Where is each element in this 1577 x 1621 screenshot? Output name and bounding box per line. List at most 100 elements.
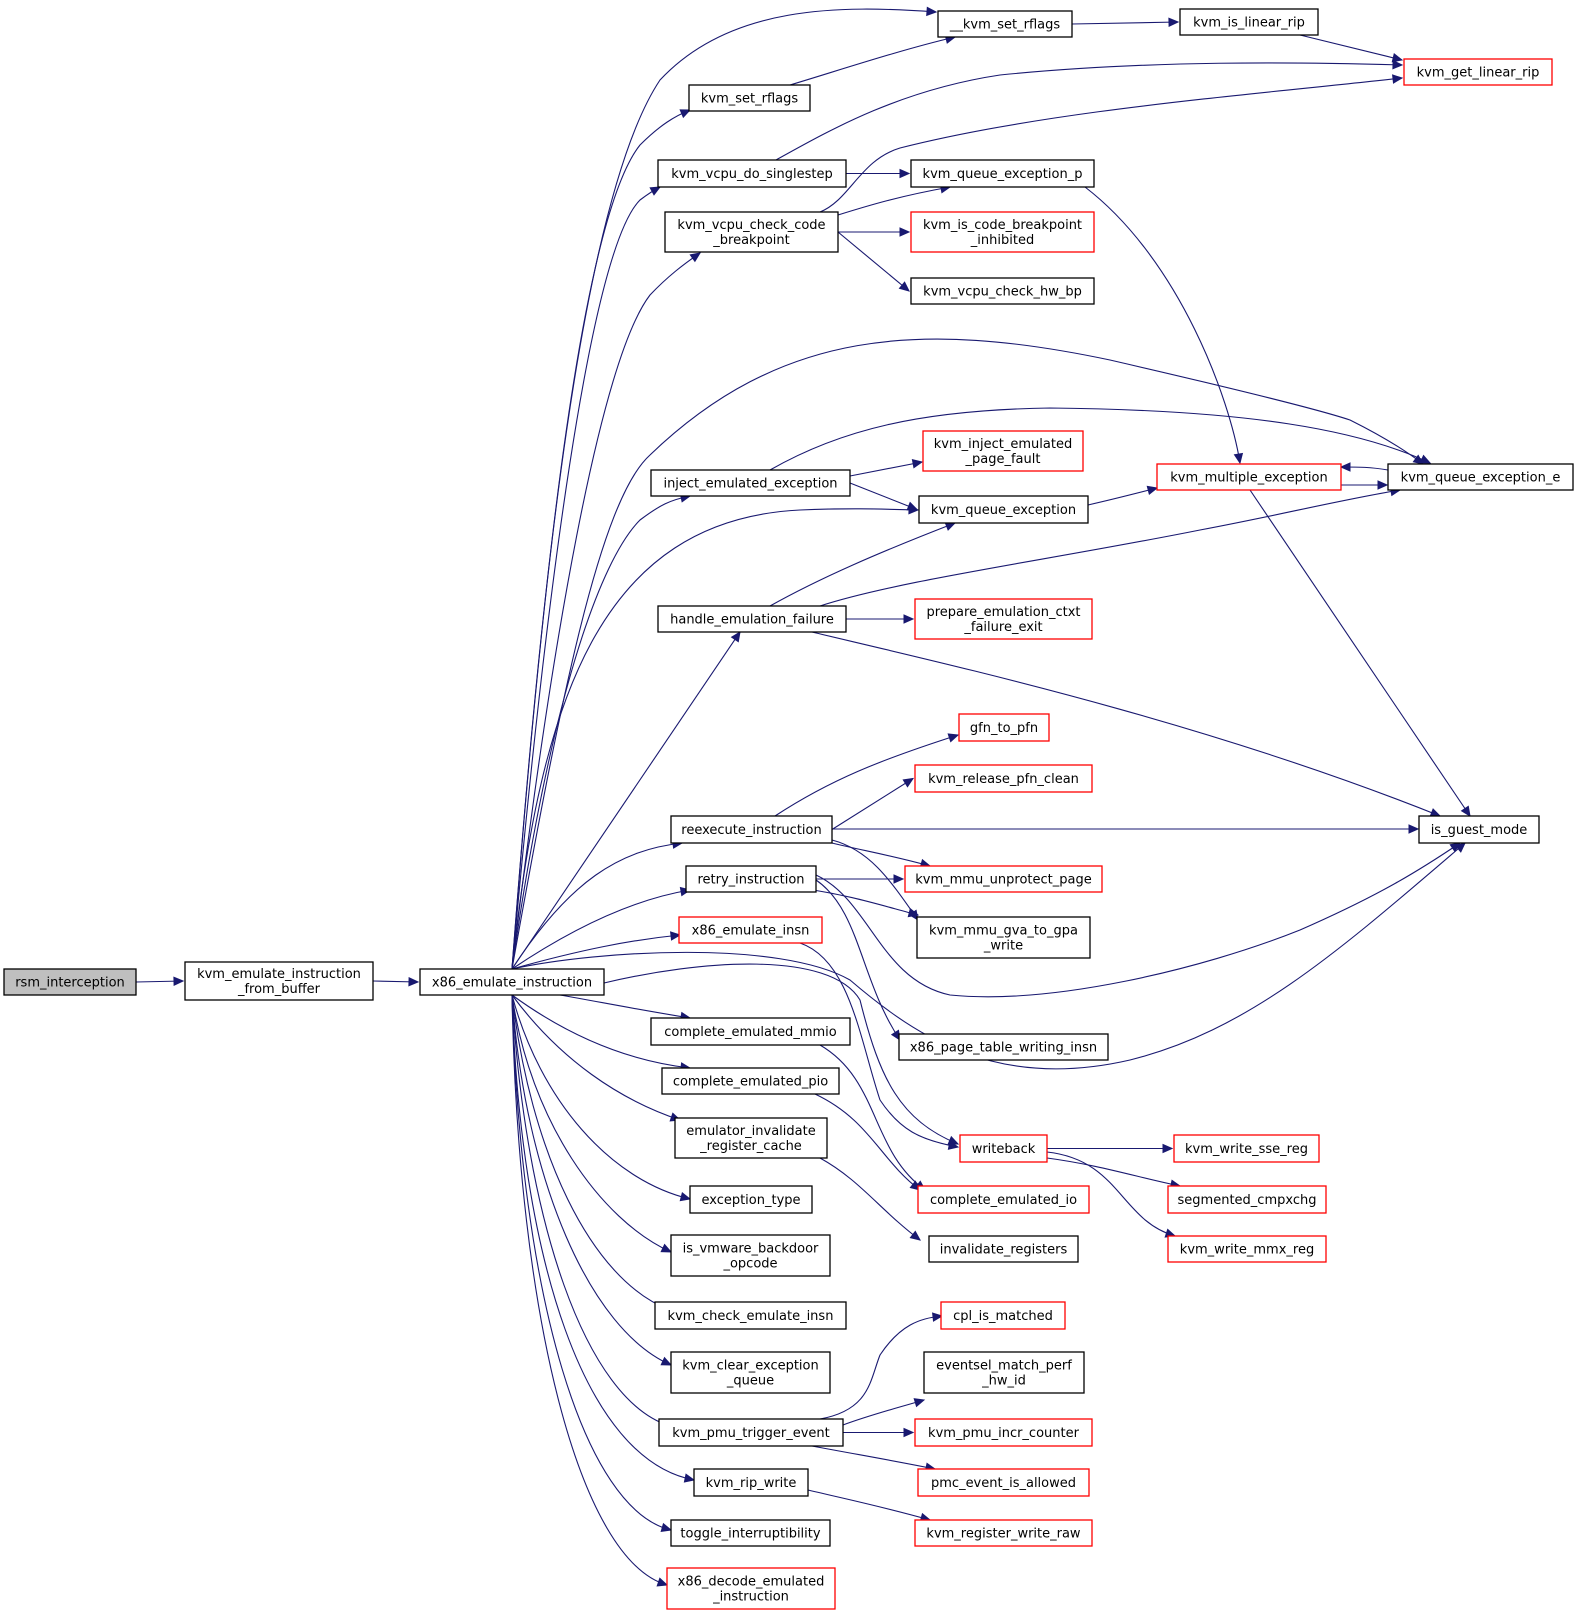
arrowhead-icon — [903, 614, 915, 624]
node-cpl-is-matched[interactable]: cpl_is_matched — [940, 1301, 1066, 1330]
node-label: _from_buffer — [237, 982, 321, 997]
arrowhead-icon — [947, 733, 960, 743]
node-kvm-mmu-gva-to-gpa-write[interactable]: kvm_mmu_gva_to_gpa_write — [916, 916, 1091, 959]
edge-kvm_set_rflags-to-__kvm_set_rflags — [789, 34, 957, 86]
node-kvm-queue-exception[interactable]: kvm_queue_exception — [918, 495, 1089, 524]
edge-kvm_vcpu_check_code_breakpoint-to-kvm_queue_exception_p — [837, 184, 952, 216]
node-box — [688, 84, 811, 112]
edge-kvm_emulate_from_buffer-to-x86_emulate_instruction — [372, 977, 420, 987]
edge-kvm_multiple_exception-to-is_guest_mode — [1249, 489, 1471, 818]
arrowhead-icon — [902, 777, 915, 788]
node-box — [657, 605, 847, 633]
arrowhead-icon — [1339, 462, 1351, 472]
arrowhead-icon — [893, 874, 905, 884]
node-label: kvm_write_sse_reg — [1185, 1142, 1308, 1157]
node-label: x86_decode_emulated — [678, 1575, 825, 1590]
node-kvm-inject-emulated-page-fault[interactable]: kvm_inject_emulated_page_fault — [922, 430, 1084, 472]
node-box — [658, 1418, 844, 1447]
node-prepare-emulation-ctxt-failure-exit[interactable]: prepare_emulation_ctxt_failure_exit — [914, 598, 1093, 640]
node-kvm-queue-exception-p[interactable]: kvm_queue_exception_p — [910, 159, 1095, 188]
node-label: kvm_emulate_instruction — [197, 967, 361, 982]
node-kvm-write-mmx-reg[interactable]: kvm_write_mmx_reg — [1167, 1235, 1327, 1263]
node-kvm-vcpu-do-singlestep[interactable]: kvm_vcpu_do_singlestep — [657, 159, 847, 188]
nodes-layer: rsm_interceptionkvm_emulate_instruction_… — [3, 8, 1574, 1610]
node-eventsel-match-perf-hw-id[interactable]: eventsel_match_perf_hw_id — [923, 1351, 1085, 1394]
node-exception-type[interactable]: exception_type — [689, 1185, 813, 1214]
node-kvm-rip-write[interactable]: kvm_rip_write — [693, 1468, 809, 1497]
node-kvm-get-linear-rip[interactable]: kvm_get_linear_rip — [1403, 58, 1553, 86]
node-kvm-release-pfn-clean[interactable]: kvm_release_pfn_clean — [914, 764, 1093, 793]
node-is-guest-mode[interactable]: is_guest_mode — [1418, 815, 1540, 844]
node-kvm-clear-exception-queue[interactable]: kvm_clear_exception_queue — [670, 1351, 831, 1394]
node-box — [1167, 1235, 1327, 1263]
node-label: x86_page_table_writing_insn — [910, 1041, 1097, 1056]
node-box — [670, 815, 833, 844]
node-kvm-emulate-from-buffer[interactable]: kvm_emulate_instruction_from_buffer — [184, 961, 374, 1001]
node-box — [914, 1519, 1093, 1547]
node-label: kvm_vcpu_check_code — [677, 218, 825, 233]
node-kvm-mmu-unprotect-page[interactable]: kvm_mmu_unprotect_page — [904, 865, 1103, 893]
node-box — [910, 211, 1095, 253]
node-complete-emulated-mmio[interactable]: complete_emulated_mmio — [650, 1017, 851, 1046]
edge-reexecute_instruction-to-is_guest_mode — [832, 824, 1420, 834]
node-kvm-vcpu-check-hw-bp[interactable]: kvm_vcpu_check_hw_bp — [910, 277, 1095, 305]
edge-reexecute_instruction-to-gfn_to_pfn — [774, 733, 960, 817]
arrowhead-icon — [926, 6, 938, 17]
node-writeback[interactable]: writeback — [959, 1134, 1048, 1163]
node-label: is_vmware_backdoor — [683, 1242, 819, 1257]
node-complete-emulated-pio[interactable]: complete_emulated_pio — [661, 1067, 840, 1095]
node-kvm-is-code-breakpoint-inhibited[interactable]: kvm_is_code_breakpoint_inhibited — [910, 211, 1095, 253]
arrowhead-icon — [1408, 824, 1420, 834]
node-is-vmware-backdoor-opcode[interactable]: is_vmware_backdoor_opcode — [670, 1234, 831, 1277]
node-kvm-is-linear-rip[interactable]: kvm_is_linear_rip — [1179, 8, 1319, 36]
arrowhead-icon — [1146, 485, 1159, 495]
edge-kvm_queue_exception_e-to-kvm_multiple_exception — [1339, 462, 1389, 472]
node-handle-emulation-failure[interactable]: handle_emulation_failure — [657, 605, 847, 633]
node-gfn-to-pfn[interactable]: gfn_to_pfn — [958, 713, 1050, 742]
node-box — [910, 277, 1095, 305]
arrowhead-icon — [689, 252, 702, 263]
node-label: handle_emulation_failure — [670, 613, 834, 628]
node-x86-emulate-insn[interactable]: x86_emulate_insn — [678, 916, 823, 944]
node-box — [650, 469, 851, 497]
edge-kvm_pmu_trigger_event-to-cpl_is_matched — [819, 1312, 944, 1420]
node-retry-instruction[interactable]: retry_instruction — [685, 865, 817, 893]
node-segmented-cmpxchg[interactable]: segmented_cmpxchg — [1167, 1185, 1327, 1214]
node-kvm-vcpu-check-code-breakpoint[interactable]: kvm_vcpu_check_code_breakpoint — [664, 211, 839, 253]
node-x86-decode-emulated-instruction[interactable]: x86_decode_emulated_instruction — [666, 1567, 836, 1610]
node-label: kvm_set_rflags — [701, 92, 799, 107]
node-kvm-pmu-trigger-event[interactable]: kvm_pmu_trigger_event — [658, 1418, 844, 1447]
node-invalidate-registers[interactable]: invalidate_registers — [928, 1235, 1079, 1263]
edge-kvm_queue_exception-to-kvm_multiple_exception — [1087, 485, 1159, 506]
node-label: kvm_queue_exception — [931, 503, 1076, 518]
node-kvm-pmu-incr-counter[interactable]: kvm_pmu_incr_counter — [914, 1418, 1093, 1447]
edge-x86_emulate_instruction-to-kvm_vcpu_do_singlestep — [511, 186, 662, 970]
node-reexecute-instruction[interactable]: reexecute_instruction — [670, 815, 833, 844]
node-inject-emulated-exception[interactable]: inject_emulated_exception — [650, 469, 851, 497]
edge-x86_emulate_instruction-to-kvm_queue_exception — [511, 505, 920, 970]
node-kvm-multiple-exception[interactable]: kvm_multiple_exception — [1156, 463, 1342, 491]
node-complete-emulated-io[interactable]: complete_emulated_io — [917, 1185, 1090, 1214]
node-label: prepare_emulation_ctxt — [926, 605, 1080, 620]
node-pmc-event-is-allowed[interactable]: pmc_event_is_allowed — [917, 1468, 1090, 1497]
node-emulator-invalidate-register-cache[interactable]: emulator_invalidate_register_cache — [674, 1117, 828, 1159]
node-kvm-set-rflags[interactable]: kvm_set_rflags — [688, 84, 811, 112]
node-label: complete_emulated_mmio — [664, 1025, 836, 1040]
node-label: kvm_mmu_unprotect_page — [915, 873, 1092, 888]
node-box — [928, 1235, 1079, 1263]
node-kvm-write-sse-reg[interactable]: kvm_write_sse_reg — [1173, 1134, 1320, 1163]
node-toggle-interruptibility[interactable]: toggle_interruptibility — [670, 1519, 831, 1547]
node-x86-emulate-instruction[interactable]: x86_emulate_instruction — [419, 968, 605, 996]
node-box — [910, 159, 1095, 188]
node-kvm-register-write-raw[interactable]: kvm_register_write_raw — [914, 1519, 1093, 1547]
node-kvm-check-emulate-insn[interactable]: kvm_check_emulate_insn — [654, 1301, 847, 1330]
node---kvm-set-rflags[interactable]: __kvm_set_rflags — [937, 10, 1073, 38]
edge-kvm_is_linear_rip-to-kvm_get_linear_rip — [1299, 34, 1404, 63]
arrowhead-icon — [909, 1230, 921, 1241]
node-x86-page-table-writing-insn[interactable]: x86_page_table_writing_insn — [898, 1033, 1109, 1061]
node-kvm-queue-exception-e[interactable]: kvm_queue_exception_e — [1387, 463, 1574, 491]
node-box — [184, 961, 374, 1001]
edge-retry_instruction-to-is_guest_mode — [815, 842, 1462, 998]
edge-x86_emulate_instruction-to-kvm_set_rflags — [511, 109, 692, 970]
arrowhead-icon — [660, 1356, 673, 1366]
